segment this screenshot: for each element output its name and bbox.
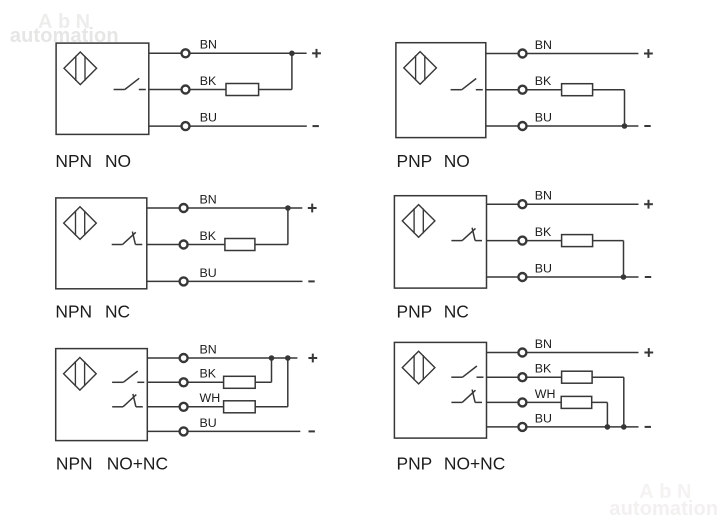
svg-text:NO: NO <box>105 151 131 171</box>
svg-text:BK: BK <box>535 74 552 88</box>
svg-text:PNP: PNP <box>397 453 433 473</box>
svg-text:BK: BK <box>200 229 217 243</box>
svg-text:BN: BN <box>200 38 217 52</box>
svg-text:BN: BN <box>200 342 217 356</box>
svg-text:BK: BK <box>200 367 217 381</box>
svg-text:BU: BU <box>535 110 552 124</box>
svg-text:BK: BK <box>535 225 552 239</box>
svg-text:BK: BK <box>200 74 217 88</box>
svg-text:BU: BU <box>535 261 552 275</box>
svg-text:BK: BK <box>535 362 552 376</box>
svg-text:BN: BN <box>200 192 217 206</box>
svg-text:NPN: NPN <box>55 302 92 322</box>
svg-text:PNP: PNP <box>397 151 433 171</box>
svg-text:NC: NC <box>105 302 130 322</box>
svg-text:NPN: NPN <box>56 453 93 473</box>
svg-text:BU: BU <box>200 416 217 430</box>
svg-text:NC: NC <box>444 302 469 322</box>
svg-text:NO+NC: NO+NC <box>444 453 505 473</box>
svg-text:BN: BN <box>535 337 552 351</box>
svg-text:BN: BN <box>535 189 552 203</box>
svg-text:BU: BU <box>200 266 217 280</box>
svg-text:PNP: PNP <box>397 302 433 322</box>
svg-text:NO+NC: NO+NC <box>107 453 168 473</box>
svg-text:WH: WH <box>535 387 556 401</box>
svg-text:NO: NO <box>444 151 470 171</box>
svg-text:BU: BU <box>200 111 217 125</box>
svg-text:WH: WH <box>200 391 221 405</box>
svg-text:BU: BU <box>535 411 552 425</box>
svg-text:NPN: NPN <box>55 151 92 171</box>
svg-text:BN: BN <box>535 38 552 52</box>
